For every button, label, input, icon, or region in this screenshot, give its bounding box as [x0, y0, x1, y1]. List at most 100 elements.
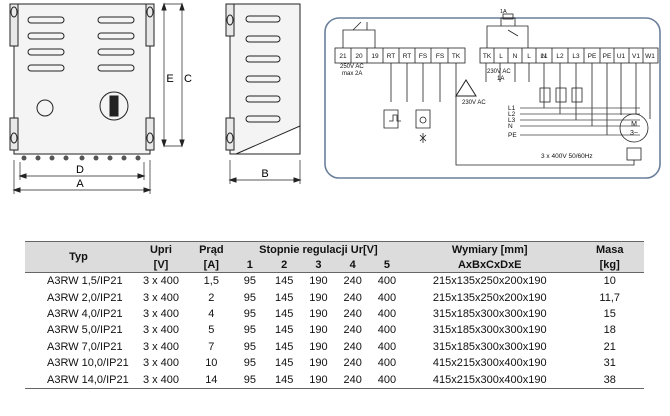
cell-s4: 240 — [343, 324, 362, 337]
terminal-label: 20 — [355, 53, 363, 60]
cell-typ: A3RW 14,0/IP21 — [25, 371, 133, 389]
cell-prad: 7 — [208, 340, 215, 353]
bus-label: L2 — [508, 111, 516, 118]
cell-s3: 190 — [309, 357, 328, 370]
indicator-lamp — [36, 99, 54, 117]
cell-upri: 3 x 400 — [142, 307, 180, 320]
dim-b-label: B — [261, 168, 268, 180]
cell-s2: 145 — [267, 272, 302, 290]
cell-masa: 15 — [603, 307, 616, 320]
cell-s5: 400 — [377, 291, 397, 304]
cell-masa: 10 — [575, 272, 644, 290]
terminal-label: L3 — [572, 53, 580, 60]
cell-s5: 400 — [377, 340, 397, 353]
header-wymiary-sub: AxBxCxDxE — [457, 258, 522, 271]
cell-wym: 215x135x250x200x190 — [404, 272, 576, 290]
header-typ: Typ — [69, 251, 88, 263]
header-stage-2: 2 — [281, 258, 288, 271]
cell-wym: 315x185x300x300x190 — [432, 307, 547, 320]
terminal-label: L — [499, 53, 503, 60]
cell-s3: 190 — [309, 324, 328, 337]
cell-prad: 4 — [208, 307, 215, 320]
cell-typ: A3RW 2,0/IP21 — [47, 291, 123, 304]
header-prad-unit: [A] — [203, 258, 219, 271]
bus-label: L1 — [508, 105, 516, 112]
dim-c-label: C — [184, 73, 192, 85]
terminal-label: N — [513, 53, 518, 60]
header-upri-unit: [V] — [153, 258, 169, 271]
rotary-switch — [99, 91, 129, 121]
header-masa: Masa — [595, 243, 624, 256]
terminal-label: L2 — [556, 53, 564, 60]
terminal-label: N — [542, 53, 547, 60]
terminal-label: RT — [403, 53, 412, 60]
cell-upri: 3 x 400 — [132, 272, 190, 290]
cell-s3: 190 — [301, 371, 336, 389]
bus-label: N — [508, 123, 513, 130]
table-subheader-row: [V] [A] 1 2 3 4 5 AxBxCxDxE [kg] — [25, 257, 644, 273]
cell-typ: A3RW 1,5/IP21 — [25, 272, 133, 290]
cell-s1: 95 — [243, 291, 256, 304]
terminal-block — [334, 47, 659, 64]
side-vent-slots — [245, 15, 281, 123]
cell-masa: 21 — [603, 340, 616, 353]
cell-wym: 415x215x300x400x190 — [404, 371, 576, 389]
cell-typ: A3RW 4,0/IP21 — [47, 307, 123, 320]
technical-drawings: D A E C B — [9, 2, 661, 194]
cell-s1: 95 — [243, 307, 256, 320]
terminal-label: V1 — [632, 53, 640, 60]
cell-typ: A3RW 5,0/IP21 — [47, 324, 123, 337]
table-header-row: Typ Upri Prąd Stopnie regulacji Ur[V] Wy… — [25, 241, 644, 263]
cell-s3: 190 — [301, 272, 336, 290]
cell-upri: 3 x 400 — [132, 371, 190, 389]
cell-prad: 10 — [205, 357, 218, 370]
terminal-label: FS — [419, 53, 428, 60]
header-stage-1: 1 — [246, 258, 253, 271]
cell-upri: 3 x 400 — [142, 357, 180, 370]
cell-s2: 145 — [274, 324, 294, 337]
cell-masa: 11,7 — [599, 291, 620, 304]
cell-s5: 400 — [369, 371, 405, 389]
cell-wym: 415x215x300x400x190 — [432, 357, 547, 370]
cell-s3: 190 — [309, 340, 328, 353]
cell-s5: 400 — [369, 272, 405, 290]
terminal-label: RT — [387, 53, 396, 60]
terminal-label: PE — [603, 53, 612, 60]
terminal-label: TK — [483, 53, 492, 60]
header-stage-3: 3 — [315, 258, 322, 271]
cell-masa: 18 — [603, 324, 616, 337]
cell-wym: 315x185x300x300x190 — [432, 340, 547, 353]
cell-prad: 2 — [208, 291, 215, 304]
cell-s2: 145 — [274, 307, 294, 320]
spec-table: Typ Upri Prąd Stopnie regulacji Ur[V] Wy… — [25, 241, 644, 389]
header-stage-5: 5 — [383, 258, 390, 271]
terminal-label: TK — [452, 53, 461, 60]
header-masa-unit: [kg] — [599, 258, 620, 271]
dim-a-label: A — [76, 178, 84, 190]
terminal-label: 21 — [339, 53, 347, 60]
wiring-diagram — [324, 13, 661, 179]
terminal-label: L — [527, 53, 531, 60]
supply-note-mid-2: 1A — [497, 76, 504, 82]
cell-s4: 240 — [343, 307, 362, 320]
header-stopnie: Stopnie regulacji Ur[V] — [259, 243, 378, 256]
cell-masa: 31 — [603, 357, 616, 370]
cell-s2: 145 — [267, 371, 302, 389]
terminal-label: 19 — [371, 53, 379, 60]
cell-prad: 14 — [189, 371, 233, 389]
cell-s4: 240 — [335, 371, 370, 389]
cell-upri: 3 x 400 — [142, 291, 180, 304]
terminal-label: FS — [436, 53, 445, 60]
cell-upri: 3 x 400 — [142, 340, 180, 353]
supply-spec: 3 x 400V 50/60Hz — [541, 153, 593, 160]
cell-s2: 145 — [274, 291, 294, 304]
terminal-label: U1 — [617, 53, 626, 60]
terminal-label: W1 — [645, 53, 655, 60]
